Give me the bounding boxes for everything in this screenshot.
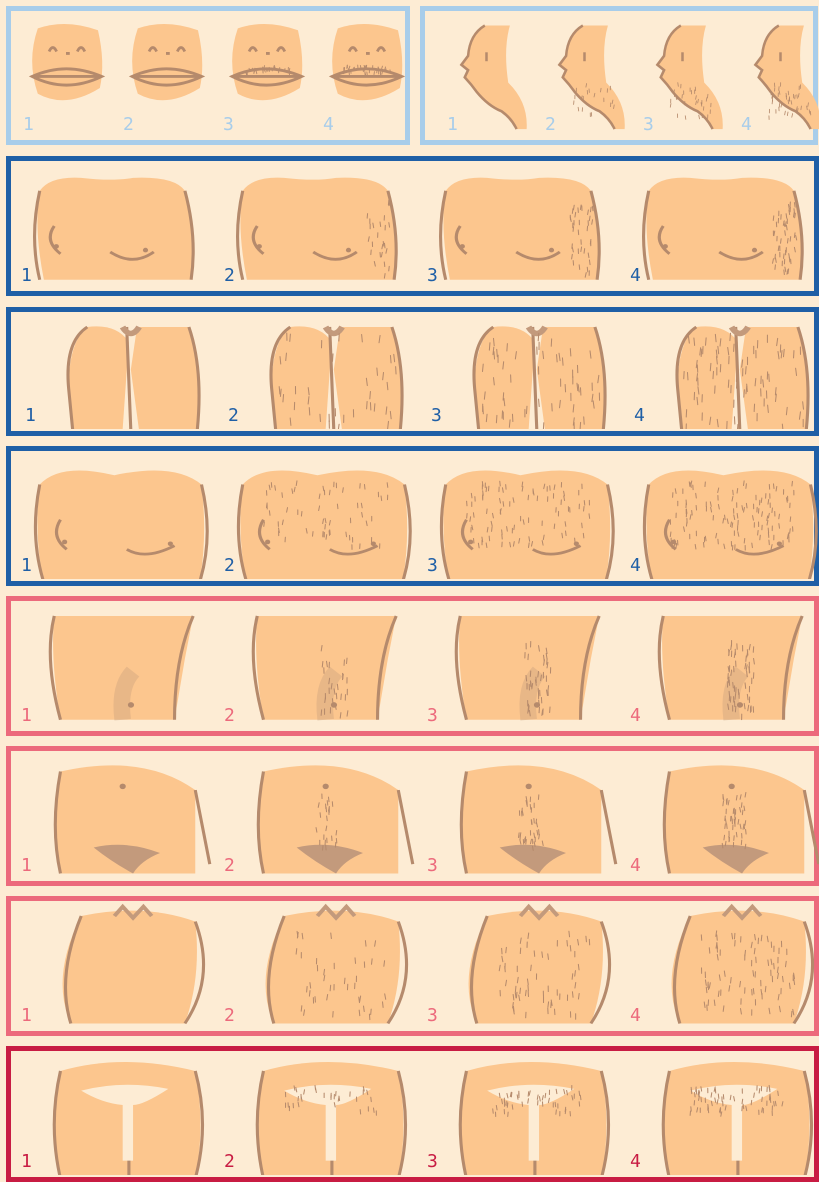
upper-abdomen-stage-label: 2 [224, 857, 235, 875]
upper-back-stage-1-figure [19, 603, 216, 729]
panel-upper-abdomen: 1 2 3 4 [6, 746, 819, 886]
thighs-stage-label: 1 [21, 557, 32, 575]
lower-back-stage-2-figure [222, 1053, 419, 1175]
chin-stage-label: 2 [545, 116, 556, 134]
thighs-stage-3-figure [425, 453, 622, 579]
upper-back-stage-label: 1 [21, 707, 32, 725]
chest-stage-label: 1 [21, 267, 32, 285]
upper-back-stage-label: 3 [427, 707, 438, 725]
upper-abdomen-stage-4-figure [628, 753, 819, 879]
lower-abdomen-stage-label: 4 [630, 1007, 641, 1025]
upper-abdomen-stage-3-figure [425, 753, 622, 879]
upper-abdomen-stage-label: 1 [21, 857, 32, 875]
chest-stage-label: 2 [224, 267, 235, 285]
lower-abdomen-stage-label: 3 [427, 1007, 438, 1025]
panel-upper-lip: 1 2 3 4 [6, 6, 410, 145]
upper-arm-stage-label: 2 [228, 407, 239, 425]
upper-lip-stage-label: 1 [23, 116, 34, 134]
thighs-stage-2-figure [222, 453, 419, 579]
upper-arm-stage-3-figure [429, 314, 626, 429]
upper-back-stage-3-figure [425, 603, 622, 729]
panel-lower-abdomen: 1 2 3 4 [6, 896, 819, 1036]
chest-stage-label: 3 [427, 267, 438, 285]
chest-stage-4-figure [628, 163, 819, 289]
upper-back-stage-label: 4 [630, 707, 641, 725]
chin-stage-label: 4 [741, 116, 752, 134]
lower-abdomen-stage-1-figure [19, 903, 216, 1029]
chin-stage-label: 1 [447, 116, 458, 134]
lower-back-stage-3-figure [425, 1053, 622, 1175]
lower-abdomen-stage-label: 2 [224, 1007, 235, 1025]
chest-stage-2-figure [222, 163, 419, 289]
lower-back-stage-label: 3 [427, 1153, 438, 1171]
panel-chest: 1 2 3 4 [6, 156, 819, 296]
upper-lip-stage-label: 2 [123, 116, 134, 134]
thighs-stage-label: 3 [427, 557, 438, 575]
lower-abdomen-stage-3-figure [425, 903, 622, 1029]
upper-lip-stage-label: 4 [323, 116, 334, 134]
lower-back-stage-1-figure [19, 1053, 216, 1175]
lower-abdomen-stage-2-figure [222, 903, 419, 1029]
panel-upper-back: 1 2 3 4 [6, 596, 819, 736]
upper-abdomen-stage-2-figure [222, 753, 419, 879]
upper-abdomen-stage-label: 3 [427, 857, 438, 875]
chest-stage-1-figure [19, 163, 216, 289]
thighs-stage-4-figure [628, 453, 819, 579]
upper-arm-stage-2-figure [226, 314, 423, 429]
thighs-stage-1-figure [19, 453, 216, 579]
panel-lower-back: 1 2 3 4 [6, 1046, 819, 1182]
upper-abdomen-stage-1-figure [19, 753, 216, 879]
lower-abdomen-stage-label: 1 [21, 1007, 32, 1025]
upper-arm-stage-4-figure [632, 314, 819, 429]
upper-back-stage-4-figure [628, 603, 819, 729]
upper-arm-stage-label: 3 [431, 407, 442, 425]
panel-upper-arm: 1 2 3 4 [6, 307, 819, 436]
upper-arm-stage-label: 4 [634, 407, 645, 425]
lower-back-stage-label: 1 [21, 1153, 32, 1171]
chest-stage-label: 4 [630, 267, 641, 285]
thighs-stage-label: 4 [630, 557, 641, 575]
panel-thighs: 1 2 3 4 [6, 446, 819, 586]
panel-chin: 1 2 3 4 [420, 6, 818, 145]
upper-arm-stage-label: 1 [25, 407, 36, 425]
lower-back-stage-label: 2 [224, 1153, 235, 1171]
upper-abdomen-stage-label: 4 [630, 857, 641, 875]
chest-stage-3-figure [425, 163, 622, 289]
chin-stage-label: 3 [643, 116, 654, 134]
lower-back-stage-4-figure [628, 1053, 819, 1175]
lower-abdomen-stage-4-figure [628, 903, 819, 1029]
upper-back-stage-label: 2 [224, 707, 235, 725]
thighs-stage-label: 2 [224, 557, 235, 575]
upper-arm-stage-1-figure [23, 314, 220, 429]
lower-back-stage-label: 4 [630, 1153, 641, 1171]
upper-back-stage-2-figure [222, 603, 419, 729]
upper-lip-stage-label: 3 [223, 116, 234, 134]
